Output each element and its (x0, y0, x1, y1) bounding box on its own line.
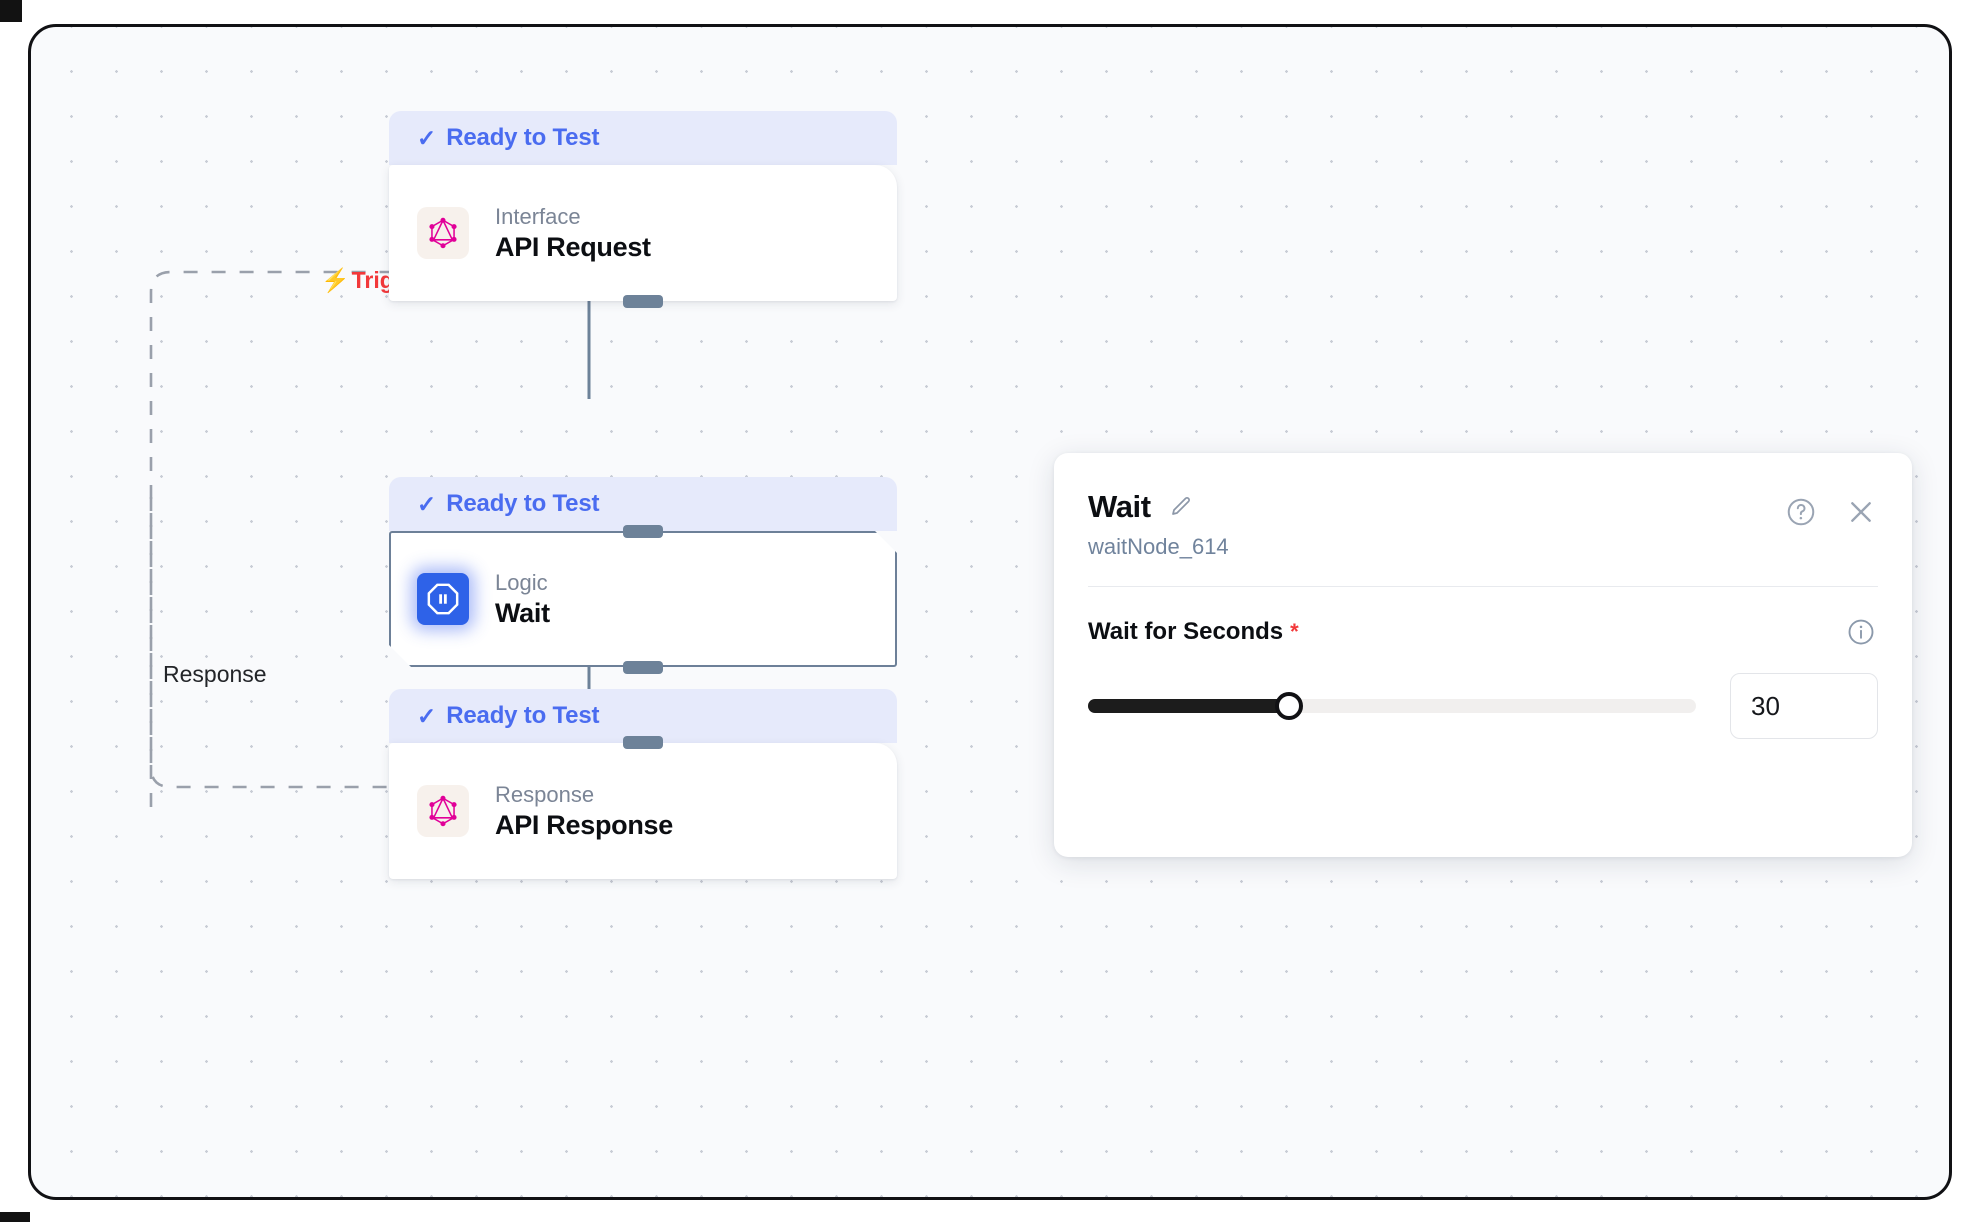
check-icon: ✓ (417, 702, 437, 729)
panel-header: Wait waitNode_614 (1088, 489, 1878, 560)
node-title-label: API Response (495, 809, 673, 840)
slider-thumb[interactable] (1274, 692, 1303, 720)
node-status-label: Ready to Test (446, 124, 600, 151)
wait-pause-icon (417, 573, 469, 625)
node-status-badge: ✓ Ready to Test (389, 689, 897, 743)
panel-subtitle: waitNode_614 (1088, 534, 1229, 559)
check-icon: ✓ (417, 124, 437, 151)
node-wait[interactable]: ✓ Ready to Test Logic Wait (389, 477, 897, 674)
node-text-group: Response API Response (495, 782, 673, 841)
info-circle-icon[interactable] (1844, 615, 1878, 649)
node-handle-bottom[interactable] (623, 295, 663, 308)
wait-seconds-control-row: 30 (1088, 673, 1878, 739)
node-settings-panel[interactable]: Wait waitNode_614 (1054, 453, 1912, 857)
node-body[interactable]: Response API Response (389, 736, 897, 879)
node-text-group: Interface API Request (495, 204, 651, 263)
node-body[interactable]: Interface API Request (389, 165, 897, 308)
node-status-badge: ✓ Ready to Test (389, 111, 897, 165)
node-status-badge: ✓ Ready to Test (389, 477, 897, 531)
node-kind-label: Interface (495, 203, 581, 229)
node-text-group: Logic Wait (495, 570, 550, 629)
panel-actions (1784, 495, 1878, 529)
panel-title: Wait (1088, 489, 1151, 524)
field-label-wait-for-seconds: Wait for Seconds * (1088, 618, 1299, 646)
field-header-row: Wait for Seconds * (1088, 615, 1878, 649)
panel-title-row: Wait (1088, 489, 1229, 525)
node-body[interactable]: Logic Wait (389, 531, 897, 667)
close-icon[interactable] (1844, 495, 1878, 529)
node-kind-label: Response (495, 781, 595, 807)
graphql-icon (417, 785, 469, 837)
wait-seconds-input[interactable]: 30 (1730, 673, 1878, 739)
node-status-label: Ready to Test (446, 490, 600, 517)
node-api-request[interactable]: ✓ Ready to Test (389, 111, 897, 308)
node-title-label: API Request (495, 231, 651, 262)
check-icon: ✓ (417, 490, 437, 517)
edge-label-response: Response (157, 659, 273, 690)
corner-mark-top-left (0, 0, 22, 22)
flow-canvas[interactable]: ⚡ Trigger Response ✓ Ready to Test (28, 24, 1952, 1200)
node-title-label: Wait (495, 597, 550, 628)
wait-seconds-slider[interactable] (1088, 692, 1696, 720)
panel-divider (1088, 586, 1878, 587)
corner-mark-bottom-left (0, 1212, 30, 1222)
node-handle-bottom[interactable] (623, 661, 663, 674)
node-handle-top[interactable] (623, 736, 663, 749)
node-kind-label: Logic (495, 569, 548, 595)
graphql-icon (417, 207, 469, 259)
field-label-text: Wait for Seconds (1088, 618, 1284, 645)
node-api-response[interactable]: ✓ Ready to Test (389, 689, 897, 879)
node-status-label: Ready to Test (446, 702, 600, 729)
question-circle-icon[interactable] (1784, 495, 1818, 529)
node-handle-top[interactable] (623, 525, 663, 538)
panel-title-block: Wait waitNode_614 (1088, 489, 1229, 560)
pencil-icon[interactable] (1164, 490, 1198, 524)
bolt-icon: ⚡ (321, 267, 350, 293)
required-marker: * (1290, 619, 1299, 644)
slider-fill (1088, 699, 1289, 713)
